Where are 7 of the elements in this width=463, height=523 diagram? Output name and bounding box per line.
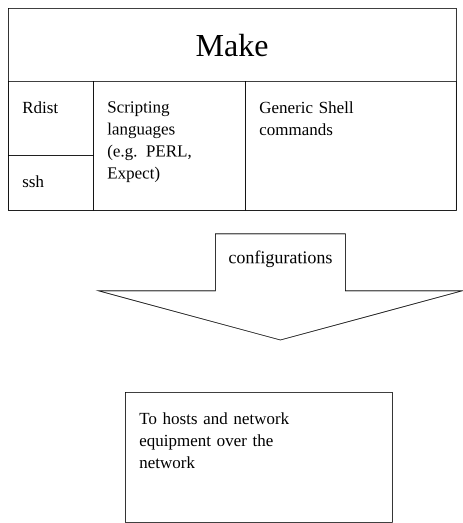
table-cell: Generic Shell commands [245, 81, 457, 211]
edge-label: configurations [227, 250, 334, 268]
table-cell: ssh [8, 155, 94, 211]
table-cell: Scripting languages (e.g. PERL, Expect) [93, 81, 246, 211]
table-cell: Rdist [8, 81, 94, 156]
block-arrow [95, 233, 463, 340]
process-box: To hosts and network equipment over the network [125, 392, 393, 523]
